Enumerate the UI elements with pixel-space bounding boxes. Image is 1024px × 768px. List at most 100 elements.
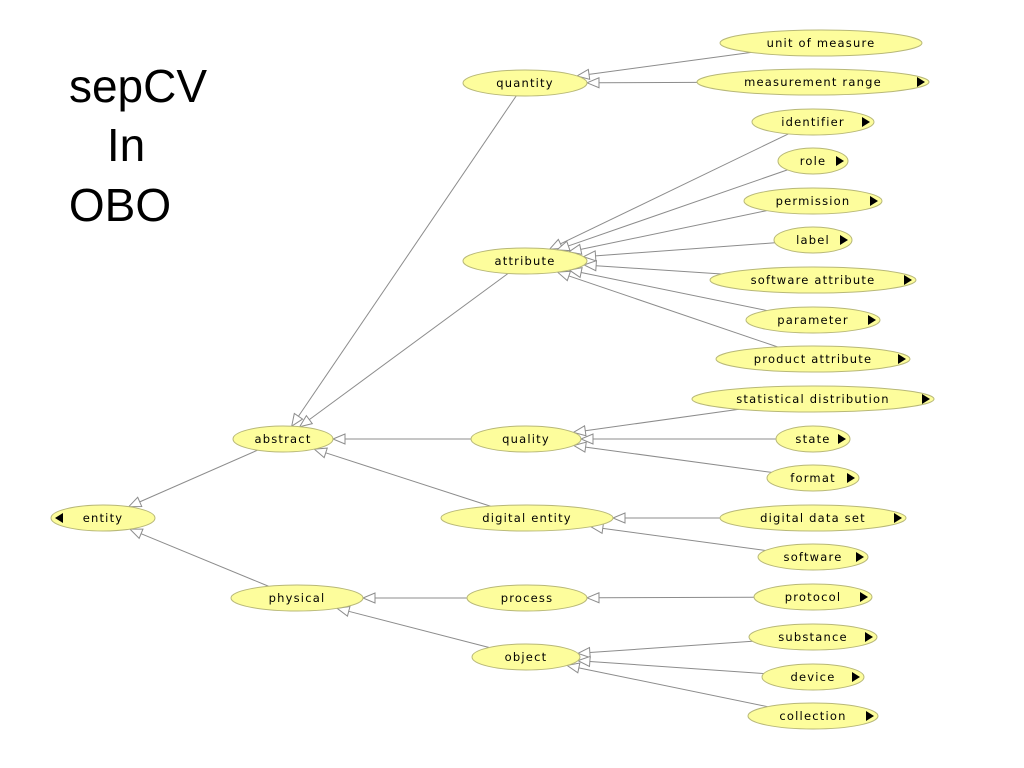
node-substance[interactable]: substance [748, 623, 878, 651]
nodes-layer: entity abstract physical quantity attribute q… [50, 29, 935, 730]
edge-line [589, 660, 764, 675]
node-format[interactable]: format [766, 464, 860, 492]
edge-arrowhead [313, 447, 328, 459]
expand-right-icon[interactable] [904, 275, 912, 285]
edge-arrowhead [290, 412, 304, 428]
edge-arrowhead [556, 270, 572, 282]
edge-digital-data-set-to-digital-entity [611, 512, 720, 524]
expand-right-icon[interactable] [836, 156, 844, 166]
expand-right-icon[interactable] [852, 672, 860, 682]
edge-line [325, 452, 491, 507]
expand-right-icon[interactable] [870, 196, 878, 206]
expand-right-icon[interactable] [865, 632, 873, 642]
expand-right-icon[interactable] [917, 77, 925, 87]
edge-arrowhead [611, 512, 626, 524]
edge-arrowhead [548, 238, 564, 250]
expand-right-icon[interactable] [868, 315, 876, 325]
node-parameter[interactable]: parameter [745, 306, 881, 334]
node-ellipse [230, 584, 364, 612]
node-permission[interactable]: permission [743, 187, 883, 215]
node-quantity[interactable]: quantity [462, 69, 588, 97]
node-abstract[interactable]: abstract [232, 425, 334, 453]
node-label: protocol [785, 590, 842, 604]
node-protocol[interactable]: protocol [753, 583, 873, 611]
expand-right-icon[interactable] [838, 434, 846, 444]
expand-right-icon[interactable] [847, 473, 855, 483]
expand-right-icon[interactable] [840, 235, 848, 245]
edge-line [298, 95, 517, 417]
node-label: quantity [496, 76, 554, 90]
expand-right-icon[interactable] [922, 394, 930, 404]
edge-measurement-range-to-quantity [585, 76, 698, 89]
edge-quality-to-abstract [331, 433, 471, 445]
node-label: digital entity [482, 511, 572, 525]
node-physical[interactable]: physical [230, 584, 364, 612]
node-ellipse [470, 425, 582, 453]
node-ellipse [748, 623, 878, 651]
node-digital-data-set[interactable]: digital data set [719, 504, 907, 532]
node-object[interactable]: object [471, 643, 581, 671]
node-ellipse [773, 226, 853, 254]
node-attribute[interactable]: attribute [462, 247, 588, 275]
node-ellipse [471, 643, 581, 671]
node-quality[interactable]: quality [470, 425, 582, 453]
node-ellipse [743, 187, 883, 215]
node-ellipse [232, 425, 334, 453]
node-ellipse [696, 68, 930, 96]
node-product-attribute[interactable]: product attribute [715, 345, 911, 373]
node-label: abstract [254, 432, 311, 446]
node-entity[interactable]: entity [50, 504, 156, 532]
expand-left-icon[interactable] [55, 513, 63, 523]
edge-arrowhead [576, 655, 591, 668]
node-unit-of-measure[interactable]: unit of measure [719, 29, 923, 57]
edge-line [589, 640, 753, 654]
node-ellipse [751, 108, 875, 136]
node-identifier[interactable]: identifier [751, 108, 875, 136]
edge-role-to-attribute [555, 169, 788, 252]
node-label: digital data set [760, 511, 866, 525]
edge-line [560, 133, 789, 245]
node-device[interactable]: device [761, 663, 865, 691]
node-measurement-range[interactable]: measurement range [696, 68, 930, 96]
node-role[interactable]: role [777, 147, 849, 175]
edge-line [602, 527, 766, 551]
node-label: product attribute [754, 352, 872, 366]
edge-line [598, 596, 755, 599]
node-ellipse [745, 306, 881, 334]
node-process[interactable]: process [466, 584, 588, 612]
node-label: format [790, 471, 836, 485]
edge-quantity-to-abstract [290, 95, 517, 428]
title-line-1: sepCV [69, 60, 207, 112]
node-statistical-distribution[interactable]: statistical distribution [691, 385, 935, 413]
node-digital-entity[interactable]: digital entity [440, 504, 614, 532]
edge-line [348, 610, 490, 648]
node-ellipse [747, 702, 879, 730]
node-collection[interactable]: collection [747, 702, 879, 730]
edge-arrowhead [128, 528, 144, 540]
edge-arrowhead [572, 441, 587, 453]
edge-software-attribute-to-attribute [582, 259, 722, 275]
edge-identifier-to-attribute [548, 133, 789, 250]
node-label[interactable]: label [773, 226, 853, 254]
expand-right-icon[interactable] [866, 711, 874, 721]
edge-line [596, 265, 722, 275]
node-label: software attribute [751, 273, 876, 287]
edge-arrowhead [576, 646, 591, 659]
node-state[interactable]: state [775, 425, 851, 453]
edge-software-to-digital-entity [589, 522, 766, 551]
expand-right-icon[interactable] [856, 552, 864, 562]
expand-right-icon[interactable] [860, 592, 868, 602]
node-software[interactable]: software [757, 543, 869, 571]
expand-right-icon[interactable] [862, 117, 870, 127]
edge-line [568, 169, 788, 247]
node-label: object [505, 650, 548, 664]
edge-line [581, 272, 768, 312]
expand-right-icon[interactable] [894, 513, 902, 523]
node-ellipse [709, 266, 917, 294]
node-software-attribute[interactable]: software attribute [709, 266, 917, 294]
expand-right-icon[interactable] [898, 354, 906, 364]
node-ellipse [715, 345, 911, 373]
node-ellipse [753, 583, 873, 611]
edge-line [568, 275, 778, 348]
